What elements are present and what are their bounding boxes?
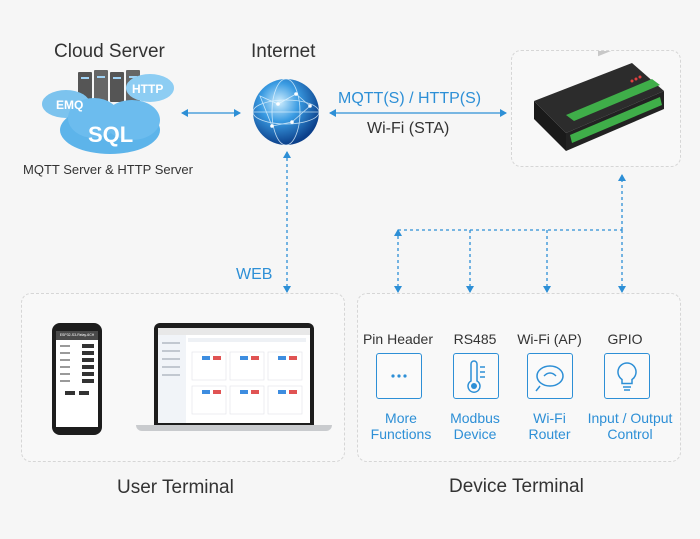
sql-tag: SQL (88, 122, 134, 147)
interface-desc-line-2: Device (453, 426, 497, 442)
router-icon (527, 353, 573, 399)
interface-desc-gpio: Input / Output Control (583, 410, 677, 442)
interface-desc-rs485: Modbus Device (440, 410, 510, 442)
interface-desc-line-2: Functions (370, 426, 432, 442)
http-tag: HTTP (132, 82, 164, 96)
interface-desc-wifi-ap: Wi-Fi Router (512, 410, 587, 442)
interface-desc-pin-header: More Functions (353, 410, 449, 442)
interface-name-rs485: RS485 (453, 331, 497, 347)
interface-desc-line-2: Control (607, 426, 653, 442)
bulb-icon (604, 353, 650, 399)
interface-name-pin-header: Pin Header (362, 331, 434, 347)
emq-tag: EMQ (56, 98, 84, 112)
interface-desc-line-2: Router (528, 426, 571, 442)
interface-name-wifi-ap: Wi-Fi (AP) (517, 331, 582, 347)
laptop-ui-image (158, 328, 310, 423)
phone-title: ESP32-S3-Relay-6CH (56, 331, 98, 340)
laptop-screen (158, 328, 310, 423)
wifi-sta-label: Wi-Fi (STA) (367, 120, 450, 137)
laptop-device (136, 323, 332, 433)
interface-desc-line-1: Wi-Fi (533, 410, 566, 426)
web-label: WEB (236, 266, 273, 283)
protocol-label: MQTT(S) / HTTP(S) (338, 90, 482, 107)
cloud-server-title: Cloud Server (54, 41, 165, 62)
globe-icon (248, 76, 324, 148)
phone-device: ESP32-S3-Relay-6CH (52, 323, 102, 435)
cloud-icon (42, 70, 174, 154)
cloud-server-subtitle: MQTT Server & HTTP Server (23, 162, 193, 177)
relay-board-image (534, 51, 664, 151)
device-terminal-title: Device Terminal (449, 476, 584, 497)
interface-name-gpio: GPIO (607, 331, 643, 347)
user-terminal-box: ESP32-S3-Relay-6CH (21, 293, 345, 462)
interface-desc-line-1: More (385, 410, 417, 426)
dots-icon (376, 353, 422, 399)
device-box (511, 50, 681, 167)
phone-ui-image (60, 344, 94, 395)
user-terminal-title: User Terminal (117, 477, 234, 498)
thermometer-icon (453, 353, 499, 399)
internet-title: Internet (251, 41, 316, 62)
interface-desc-line-1: Input / Output (587, 410, 673, 426)
phone-screen: ESP32-S3-Relay-6CH (56, 331, 98, 427)
cloud-illustration: EMQ HTTP SQL (38, 68, 178, 158)
interface-desc-line-1: Modbus (450, 410, 500, 426)
